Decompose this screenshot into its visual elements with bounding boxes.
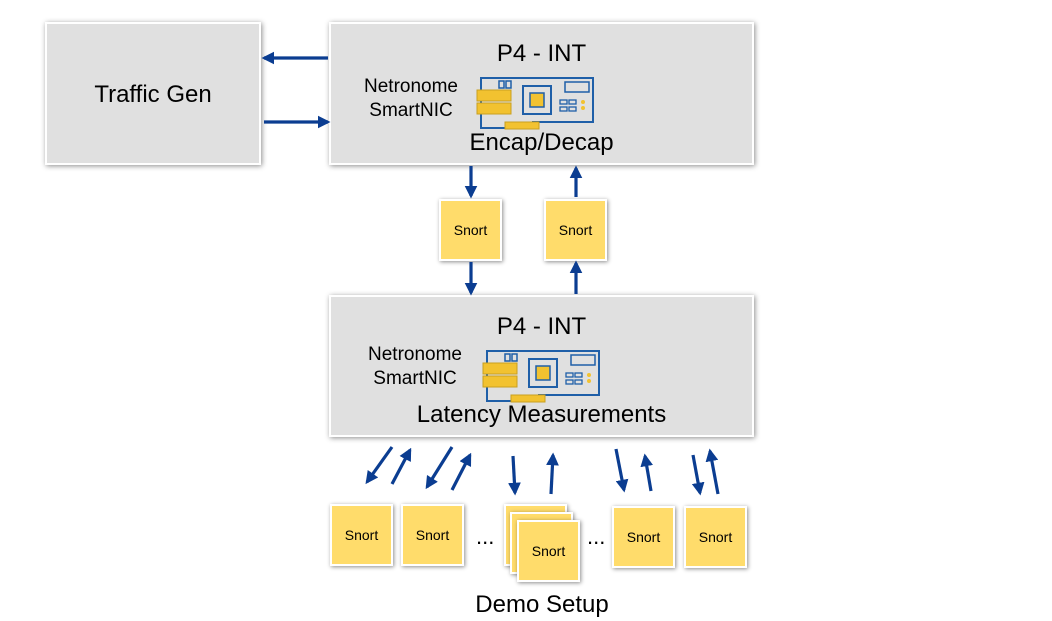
snort-node-down: Snort (439, 199, 502, 261)
arrow-down-4 (614, 448, 629, 493)
traffic-gen-label: Traffic Gen (94, 81, 212, 108)
arrow-up-3 (546, 452, 559, 495)
bottom-box-function: Latency Measurements (416, 401, 667, 428)
snort-stack-front: Snort (517, 520, 580, 582)
bottom-box-title: P4 - INT (496, 313, 587, 340)
arrow-down-1 (365, 446, 394, 485)
smartnic-card-icon (482, 350, 600, 403)
arrow-up-5 (705, 448, 720, 495)
diagram-caption: Demo Setup (475, 591, 609, 618)
bottom-p4-int-box: P4 - INT Netronome SmartNIC Latency Meas… (329, 295, 754, 437)
arrow-down-5 (691, 454, 705, 496)
top-p4-int-box: P4 - INT Netronome SmartNIC Encap/Decap (329, 22, 754, 165)
ellipsis-left: ... (476, 524, 495, 549)
bottom-nic-line2: SmartNIC (373, 368, 457, 389)
arrow-down-3 (508, 455, 521, 496)
snort-node-2: Snort (401, 504, 464, 566)
ellipsis-right: ... (587, 524, 606, 549)
snort-node-1: Snort (330, 504, 393, 566)
bottom-nic-line1: Netronome (368, 344, 462, 365)
arrow-up-4 (640, 453, 654, 492)
snort-node-4: Snort (612, 506, 675, 568)
top-box-title: P4 - INT (496, 40, 587, 67)
traffic-gen-box: Traffic Gen (45, 22, 261, 165)
arrow-up-2 (450, 452, 472, 491)
top-box-function: Encap/Decap (469, 129, 614, 156)
top-nic-line1: Netronome (364, 76, 458, 97)
arrow-up-1 (390, 447, 412, 485)
arrow-down-2 (425, 446, 454, 490)
top-nic-line2: SmartNIC (369, 100, 453, 121)
snort-node-5: Snort (684, 506, 747, 568)
snort-node-up: Snort (544, 199, 607, 261)
smartnic-card-icon (476, 77, 594, 130)
